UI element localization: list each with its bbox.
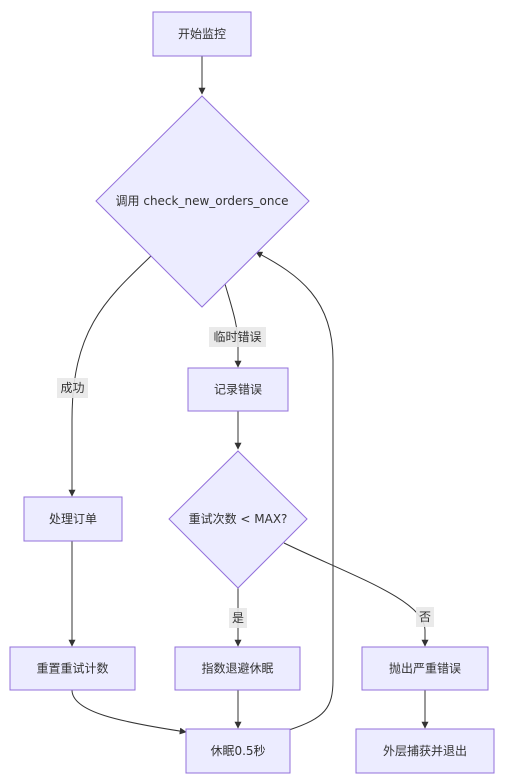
edge-label-yes: 是 bbox=[229, 608, 247, 628]
node-exit-label: 外层捕获并退出 bbox=[383, 743, 467, 758]
edge-call-to-process bbox=[68, 255, 152, 497]
node-start: 开始监控 bbox=[152, 11, 252, 57]
node-reset-label: 重置重试计数 bbox=[36, 661, 108, 676]
node-start-label: 开始监控 bbox=[178, 27, 226, 41]
node-call-label: 调用 check_new_orders_once bbox=[116, 194, 289, 208]
edge-call-to-log bbox=[224, 283, 242, 368]
node-backoff-label: 指数退避休眠 bbox=[201, 661, 273, 676]
node-process: 处理订单 bbox=[23, 496, 123, 542]
nodes: 开始监控 调用 check_new_orders_once 记录错误 重试次数 … bbox=[9, 11, 495, 774]
edge-label-no: 否 bbox=[416, 607, 434, 627]
edge-label-success-text: 成功 bbox=[60, 381, 84, 395]
node-process-label: 处理订单 bbox=[49, 512, 97, 526]
edge-labels: 成功 临时错误 是 否 bbox=[57, 327, 434, 628]
edge-reset-to-sleep bbox=[71, 689, 187, 735]
node-throw: 抛出严重错误 bbox=[361, 646, 489, 691]
node-sleep-label: 休眠0.5秒 bbox=[210, 744, 265, 758]
edge-label-no-text: 否 bbox=[419, 610, 431, 624]
edge-sleep-to-call bbox=[255, 251, 334, 731]
edge-retry-check-to-throw bbox=[283, 542, 429, 647]
node-reset: 重置重试计数 bbox=[9, 646, 136, 691]
node-log: 记录错误 bbox=[187, 367, 289, 412]
node-retry-check-label: 重试次数 < MAX? bbox=[189, 511, 288, 526]
edge-label-temp-error: 临时错误 bbox=[209, 327, 266, 347]
node-call: 调用 check_new_orders_once bbox=[95, 95, 310, 308]
edge-label-success: 成功 bbox=[57, 378, 88, 398]
node-backoff: 指数退避休眠 bbox=[174, 646, 301, 691]
node-retry-check: 重试次数 < MAX? bbox=[168, 450, 308, 589]
node-log-label: 记录错误 bbox=[214, 383, 262, 397]
edge-label-yes-text: 是 bbox=[232, 611, 244, 625]
node-exit: 外层捕获并退出 bbox=[355, 728, 495, 774]
node-sleep: 休眠0.5秒 bbox=[185, 728, 291, 774]
node-throw-label: 抛出严重错误 bbox=[389, 661, 461, 676]
edge-label-temp-error-text: 临时错误 bbox=[213, 330, 261, 344]
